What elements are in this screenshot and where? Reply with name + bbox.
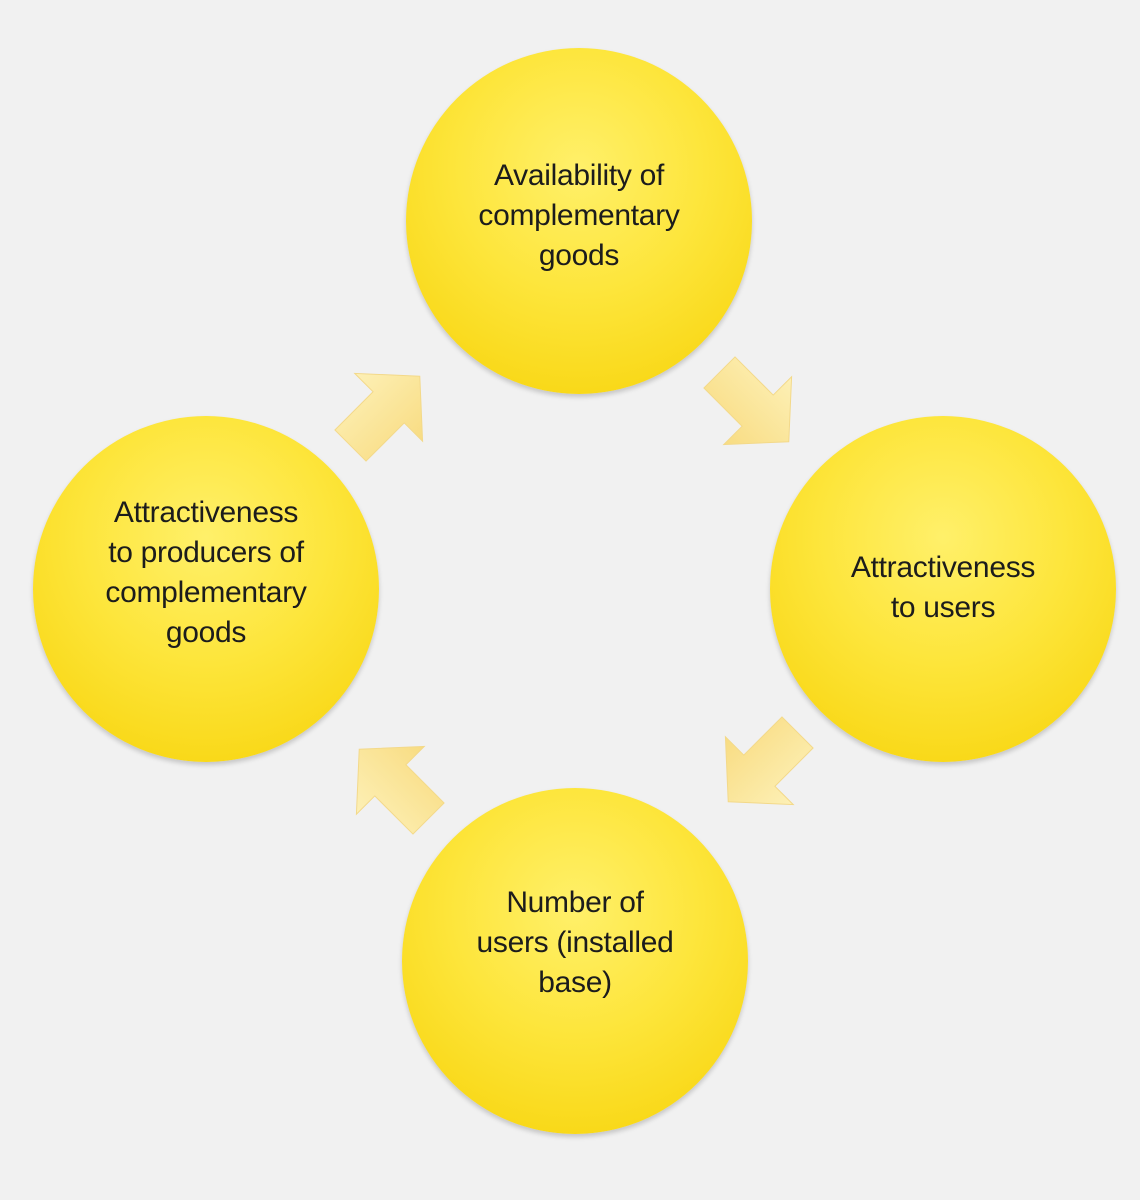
node-attractiveness-to-users: Attractiveness to users	[770, 416, 1116, 762]
arrow-top-to-right	[703, 356, 793, 446]
node-availability-of-complementary-goods: Availability of complementary goods	[406, 48, 752, 394]
node-label: Number of users (installed base)	[476, 886, 674, 999]
node-label: Attractiveness to users	[850, 551, 1036, 624]
node-attractiveness-to-producers: Attractiveness to producers of complemen…	[33, 416, 379, 762]
node-label: Availability of complementary goods	[478, 159, 680, 272]
arrow-right-to-bottom	[724, 716, 814, 806]
arrow-bottom-to-left	[355, 745, 445, 835]
node-number-of-users: Number of users (installed base)	[402, 788, 748, 1134]
arrow-left-to-top	[334, 372, 424, 462]
node-label: Attractiveness to producers of complemen…	[105, 496, 307, 649]
